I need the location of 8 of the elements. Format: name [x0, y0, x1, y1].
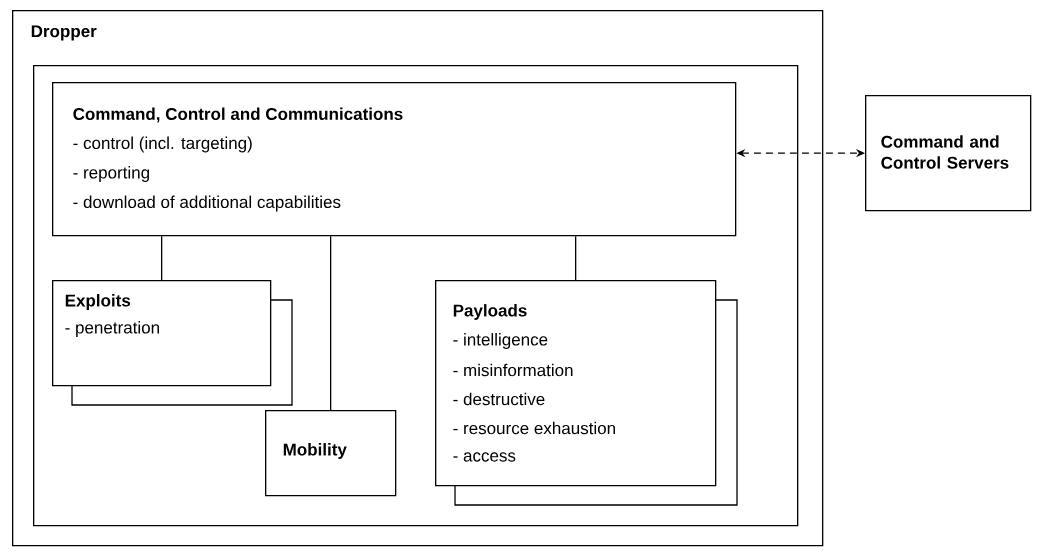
connector-line	[575, 235, 577, 281]
module-box: Command, Control and Communications - control (incl. targeting) - reporting - download of additional capabilities	[52, 82, 737, 237]
connector-line	[161, 235, 163, 281]
module-box: Payloads - intelligence - misinformation - destructive - resource exhaustion - access	[435, 280, 738, 506]
module-box: Exploits - penetration	[52, 280, 293, 406]
connector-line	[330, 235, 332, 411]
server-box: Command and Control Servers	[865, 95, 1032, 212]
module-box: Mobility	[265, 410, 397, 497]
